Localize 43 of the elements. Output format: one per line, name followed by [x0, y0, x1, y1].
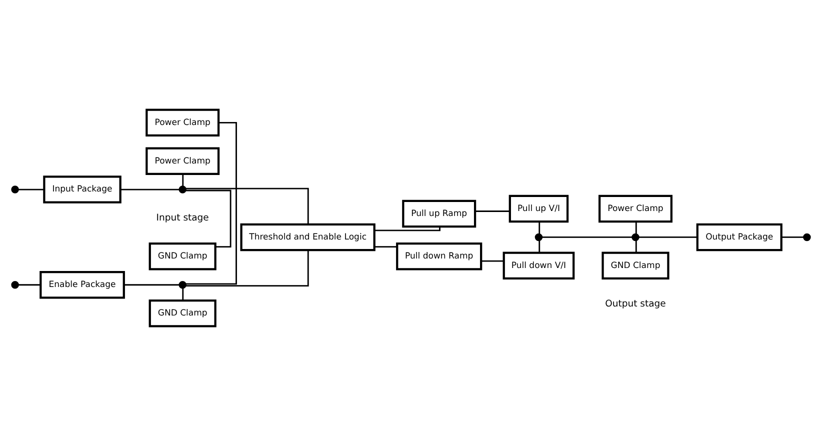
node-box: Pull down Ramp: [396, 242, 482, 270]
connector: [638, 236, 698, 238]
connector: [185, 190, 232, 248]
node-box: Pull up V/I: [508, 194, 569, 223]
connector: [124, 284, 180, 286]
connector: [18, 188, 44, 190]
label: Output stage: [605, 298, 666, 310]
connector: [182, 288, 184, 300]
node-box: Output Package: [696, 223, 782, 252]
node-circle: [11, 186, 19, 194]
node-box: GND Clamp: [148, 242, 216, 270]
connector: [538, 222, 540, 234]
node-circle: [534, 233, 543, 242]
connector: [185, 250, 309, 287]
connector: [635, 222, 637, 234]
node-circle: [11, 281, 19, 289]
node-circle: [803, 233, 811, 242]
connector: [538, 240, 540, 253]
connector: [182, 174, 184, 187]
node-box: Power Clamp: [146, 147, 220, 175]
node-box: Power Clamp: [146, 108, 220, 137]
node-box: Threshold and Enable Logic: [240, 223, 376, 252]
connector: [635, 240, 637, 253]
node-circle: [178, 281, 186, 289]
connector: [481, 260, 504, 262]
connector: [781, 236, 804, 238]
node-box: Power Clamp: [598, 194, 672, 223]
node-box: Input Package: [43, 176, 122, 204]
node-box: Enable Package: [40, 271, 125, 299]
node-box: Pull up Ramp: [402, 200, 476, 228]
node-circle: [178, 186, 186, 194]
connector: [374, 246, 397, 248]
node-box: GND Clamp: [602, 252, 670, 280]
connector: [185, 122, 237, 285]
connector: [120, 188, 180, 190]
label: Input stage: [156, 212, 209, 224]
node-box: Pull down V/I: [502, 252, 575, 280]
connector: [185, 188, 309, 224]
node-circle: [632, 233, 640, 242]
connector: [475, 210, 510, 212]
connector: [18, 284, 41, 286]
node-box: GND Clamp: [148, 299, 216, 328]
connector: [542, 236, 633, 238]
